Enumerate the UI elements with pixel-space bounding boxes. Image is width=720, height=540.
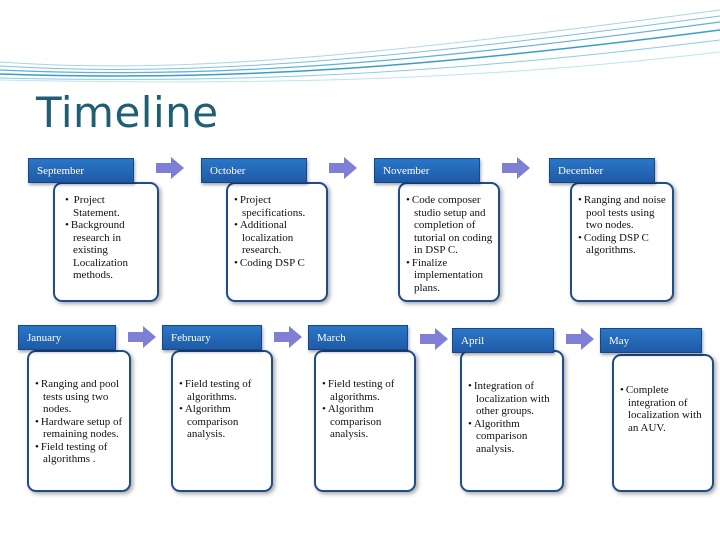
bullet-item: Project specifications.: [234, 194, 322, 219]
bullet-list: Integration of localization with other g…: [468, 380, 558, 455]
bullet-item: Project Statement.: [65, 194, 151, 219]
bullet-item: Complete integration of localization wit…: [620, 384, 708, 434]
bullet-list: Code composer studio setup and completio…: [406, 194, 494, 294]
arrow-right-icon: [502, 157, 530, 179]
bullet-list: Project Statement. Background research i…: [65, 194, 151, 282]
content-box-may: Complete integration of localization wit…: [612, 354, 714, 492]
bullet-item: Hardware setup of remaining nodes.: [35, 416, 125, 441]
month-header-january: January: [18, 325, 116, 350]
bullet-list: Ranging and noise pool tests using two n…: [578, 194, 668, 257]
bullet-item: Field testing of algorithms.: [179, 378, 267, 403]
arrow-right-icon: [274, 326, 302, 348]
content-box-september: Project Statement. Background research i…: [53, 182, 159, 302]
month-header-may: May: [600, 328, 702, 353]
bullet-list: Field testing of algorithms. Algorithm c…: [322, 378, 410, 441]
month-header-october: October: [201, 158, 307, 183]
content-box-october: Project specifications. Additional local…: [226, 182, 328, 302]
bullet-item: Algorithm comparison analysis.: [468, 418, 558, 456]
month-header-december: December: [549, 158, 655, 183]
month-header-april: April: [452, 328, 554, 353]
bullet-item: Field testing of algorithms .: [35, 441, 125, 466]
decorative-swoosh: [0, 9, 720, 83]
bullet-item: Field testing of algorithms.: [322, 378, 410, 403]
content-box-march: Field testing of algorithms. Algorithm c…: [314, 350, 416, 492]
bullet-list: Ranging and pool tests using two nodes. …: [35, 378, 125, 466]
bullet-list: Field testing of algorithms. Algorithm c…: [179, 378, 267, 441]
arrow-right-icon: [420, 328, 448, 350]
bullet-item: Algorithm comparison analysis.: [179, 403, 267, 441]
arrow-right-icon: [329, 157, 357, 179]
arrow-right-icon: [128, 326, 156, 348]
month-header-february: February: [162, 325, 262, 350]
content-box-december: Ranging and noise pool tests using two n…: [570, 182, 674, 302]
bullet-item: Additional localization research.: [234, 219, 322, 257]
bullet-list: Project specifications. Additional local…: [234, 194, 322, 269]
content-box-january: Ranging and pool tests using two nodes. …: [27, 350, 131, 492]
month-header-november: November: [374, 158, 480, 183]
bullet-item: Integration of localization with other g…: [468, 380, 558, 418]
arrow-right-icon: [156, 157, 184, 179]
page-title: Timeline: [36, 88, 219, 137]
bullet-item: Coding DSP C: [234, 257, 322, 270]
content-box-november: Code composer studio setup and completio…: [398, 182, 500, 302]
bullet-list: Complete integration of localization wit…: [620, 384, 708, 434]
bullet-item: Ranging and pool tests using two nodes.: [35, 378, 125, 416]
month-header-march: March: [308, 325, 408, 350]
arrow-right-icon: [566, 328, 594, 350]
content-box-february: Field testing of algorithms. Algorithm c…: [171, 350, 273, 492]
bullet-item: Code composer studio setup and completio…: [406, 194, 494, 257]
bullet-item: Ranging and noise pool tests using two n…: [578, 194, 668, 232]
bullet-item: Finalize implementation plans.: [406, 257, 494, 295]
bullet-item: Coding DSP C algorithms.: [578, 232, 668, 257]
bullet-item: Background research in existing Localiza…: [65, 219, 151, 282]
content-box-april: Integration of localization with other g…: [460, 350, 564, 492]
bullet-item: Algorithm comparison analysis.: [322, 403, 410, 441]
month-header-september: September: [28, 158, 134, 183]
